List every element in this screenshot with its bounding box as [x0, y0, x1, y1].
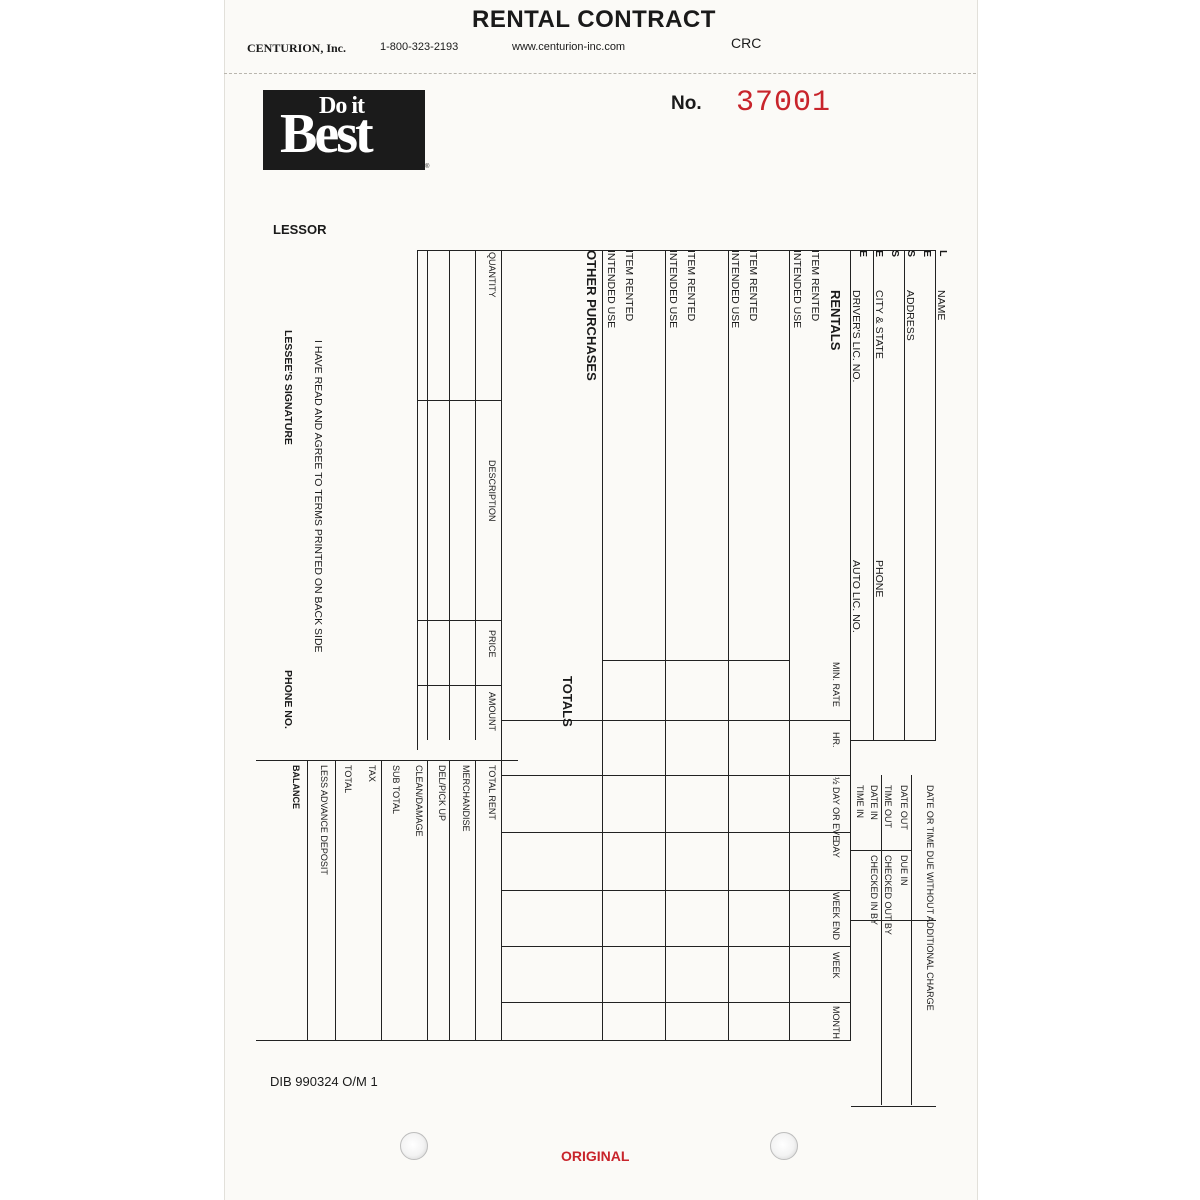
contract-number: 37001: [736, 86, 832, 120]
rate-min: MIN. RATE: [831, 662, 841, 707]
company-website: www.centurion-inc.com: [512, 41, 626, 53]
copy-label: ORIGINAL: [561, 1148, 630, 1164]
lessee-letter-e3: E: [857, 250, 869, 258]
total-rent: TOTAL RENT: [487, 765, 497, 820]
sub-total: SUB TOTAL: [391, 765, 401, 815]
due-heading: DATE OR TIME DUE WITHOUT ADDITIONAL CHAR…: [925, 785, 935, 1011]
intended-use-1: INTENDED USE: [791, 250, 803, 329]
item-rented-3: ITEM RENTED: [685, 250, 697, 322]
name-field-label: NAME: [935, 290, 947, 321]
total: TOTAL: [343, 765, 353, 794]
time-out-label: TIME OUT: [883, 785, 893, 828]
agreement-text: I HAVE READ AND AGREE TO TERMS PRINTED O…: [312, 340, 324, 653]
lessee-letter-l: L: [937, 250, 949, 257]
punch-hole-left: [400, 1132, 428, 1160]
company-name: CENTURION, Inc.: [247, 41, 347, 55]
rate-hr: HR.: [831, 732, 841, 748]
quantity-column: QUANTITY: [487, 252, 497, 298]
lessee-signature-label: LESSEE'S SIGNATURE: [282, 330, 294, 445]
totals-label: TOTALS: [560, 676, 575, 727]
phone-field-label: PHONE: [873, 560, 885, 598]
lessee-letter-e: E: [921, 250, 933, 258]
rentals-heading: RENTALS: [828, 290, 843, 351]
delivery-pickup: DEL/PICK UP: [437, 765, 447, 822]
form-reference: DIB 990324 O/M 1: [270, 1074, 378, 1089]
company-phone: 1-800-323-2193: [380, 41, 459, 53]
lessor-label: LESSOR: [273, 222, 327, 237]
due-in-label: DUE IN: [899, 855, 909, 886]
perforation-line: [224, 73, 976, 74]
lessee-letter-s: S: [905, 250, 917, 258]
form-title: RENTAL CONTRACT: [472, 6, 716, 33]
lessee-letter-s2: S: [889, 250, 901, 258]
rate-day: DAY: [831, 840, 841, 858]
phone-number-label: PHONE NO.: [282, 670, 294, 729]
checked-in-by-label: CHECKED IN BY: [869, 855, 879, 926]
amount-column: AMOUNT: [487, 692, 497, 731]
balance: BALANCE: [291, 765, 301, 809]
logo-line-2: Best: [280, 103, 374, 165]
lessee-letter-e2: E: [873, 250, 885, 258]
rate-weekend: WEEK END: [831, 892, 841, 941]
intended-use-2: INTENDED USE: [729, 250, 741, 329]
checked-out-by-label: CHECKED OUT BY: [883, 855, 893, 935]
time-in-label: TIME IN: [855, 785, 865, 818]
intended-use-3: INTENDED USE: [667, 250, 679, 329]
item-rented-4: ITEM RENTED: [623, 250, 635, 322]
intended-use-4: INTENDED USE: [605, 250, 617, 329]
city-state-field-label: CITY & STATE: [873, 290, 885, 359]
logo-line-1: Do it: [319, 93, 365, 119]
form-code: CRC: [731, 35, 762, 51]
contract-form: [224, 0, 978, 1200]
less-advance-deposit: LESS ADVANCE DEPOSIT: [319, 765, 329, 875]
registered-mark-icon: ®: [425, 164, 430, 170]
merchandise: MERCHANDISE: [461, 765, 471, 832]
item-rented-1: ITEM RENTED: [809, 250, 821, 322]
description-column: DESCRIPTION: [487, 460, 497, 522]
rate-half-day: ½ DAY OR EVE: [831, 777, 841, 842]
clean-damage: CLEAN/DAMAGE: [414, 765, 424, 837]
do-it-best-logo: Do it Best: [263, 90, 425, 170]
contract-number-label: No.: [671, 93, 702, 114]
drivers-license-label: DRIVER'S LIC. NO.: [850, 290, 862, 383]
punch-hole-right: [770, 1132, 798, 1160]
rate-month: MONTH: [831, 1006, 841, 1039]
date-in-label: DATE IN: [869, 785, 879, 820]
other-purchases-heading: OTHER PURCHASES: [584, 250, 599, 381]
rate-week: WEEK: [831, 952, 841, 979]
rotated-form-body: L E S S E E NAME ADDRESS CITY & STATE PH…: [256, 240, 949, 1107]
item-rented-2: ITEM RENTED: [747, 250, 759, 322]
auto-license-label: AUTO LIC. NO.: [850, 560, 862, 633]
date-out-label: DATE OUT: [899, 785, 909, 830]
address-field-label: ADDRESS: [904, 290, 916, 341]
price-column: PRICE: [487, 630, 497, 658]
tax: TAX: [367, 765, 377, 782]
